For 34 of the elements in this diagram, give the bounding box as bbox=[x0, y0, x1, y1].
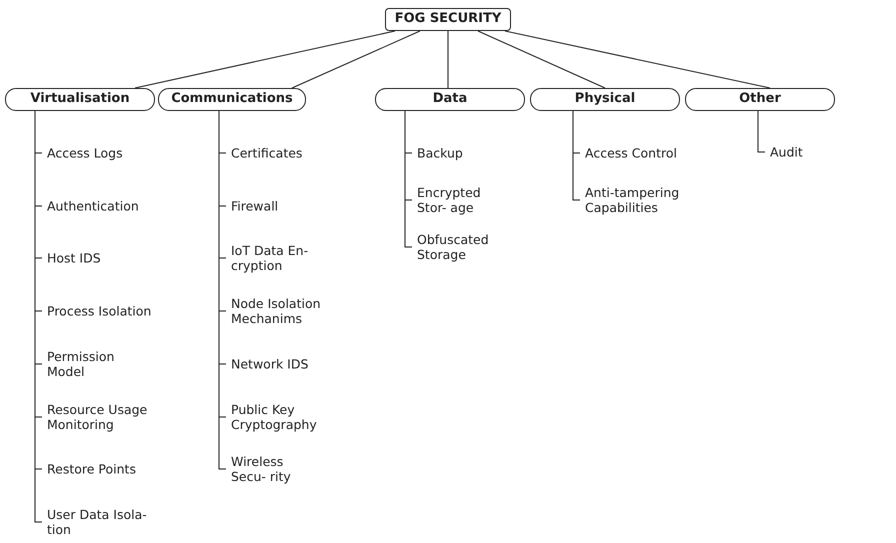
leaf-label: Backup bbox=[412, 146, 542, 160]
leaf-label: Restore Points bbox=[42, 462, 172, 476]
leaf-label: Permission Model bbox=[42, 349, 127, 379]
leaf-label: Public Key Cryptography bbox=[226, 402, 321, 432]
leaf-label: Obfuscated Storage bbox=[412, 232, 497, 262]
category-box: Physical bbox=[530, 88, 680, 111]
category-box: Data bbox=[375, 88, 525, 111]
connector-line bbox=[504, 30, 770, 88]
leaf-label: Resource Usage Monitoring bbox=[42, 402, 162, 432]
category-box: Virtualisation bbox=[5, 88, 155, 111]
leaf-label: Audit bbox=[765, 144, 895, 160]
connector-line bbox=[134, 30, 396, 88]
leaf-label: Access Logs bbox=[42, 146, 172, 160]
category-box: Other bbox=[685, 88, 835, 111]
leaf-label: Host IDS bbox=[42, 250, 172, 266]
leaf-label: Encrypted Stor- age bbox=[412, 185, 512, 215]
root-box: FOG SECURITY bbox=[385, 8, 511, 31]
leaf-label: Network IDS bbox=[226, 356, 356, 372]
leaf-label: User Data Isola- tion bbox=[42, 507, 154, 537]
connector-line bbox=[478, 30, 606, 88]
leaf-label: Authentication bbox=[42, 198, 172, 214]
leaf-label: Firewall bbox=[226, 198, 356, 214]
tree-line bbox=[572, 110, 580, 200]
connector-line bbox=[292, 30, 420, 88]
leaf-label: Wireless Secu- rity bbox=[226, 454, 321, 484]
leaf-label: IoT Data En- cryption bbox=[226, 243, 314, 273]
leaf-label: Node Isolation Mechanims bbox=[226, 296, 331, 326]
tree-line bbox=[758, 110, 766, 152]
leaf-label: Certificates bbox=[226, 146, 356, 160]
leaf-label: Access Control bbox=[580, 146, 710, 160]
category-box: Communications bbox=[158, 88, 306, 111]
leaf-label: Process Isolation bbox=[42, 304, 172, 318]
leaf-label: Anti-tampering Capabilities bbox=[580, 185, 690, 215]
tree-line bbox=[404, 110, 412, 248]
